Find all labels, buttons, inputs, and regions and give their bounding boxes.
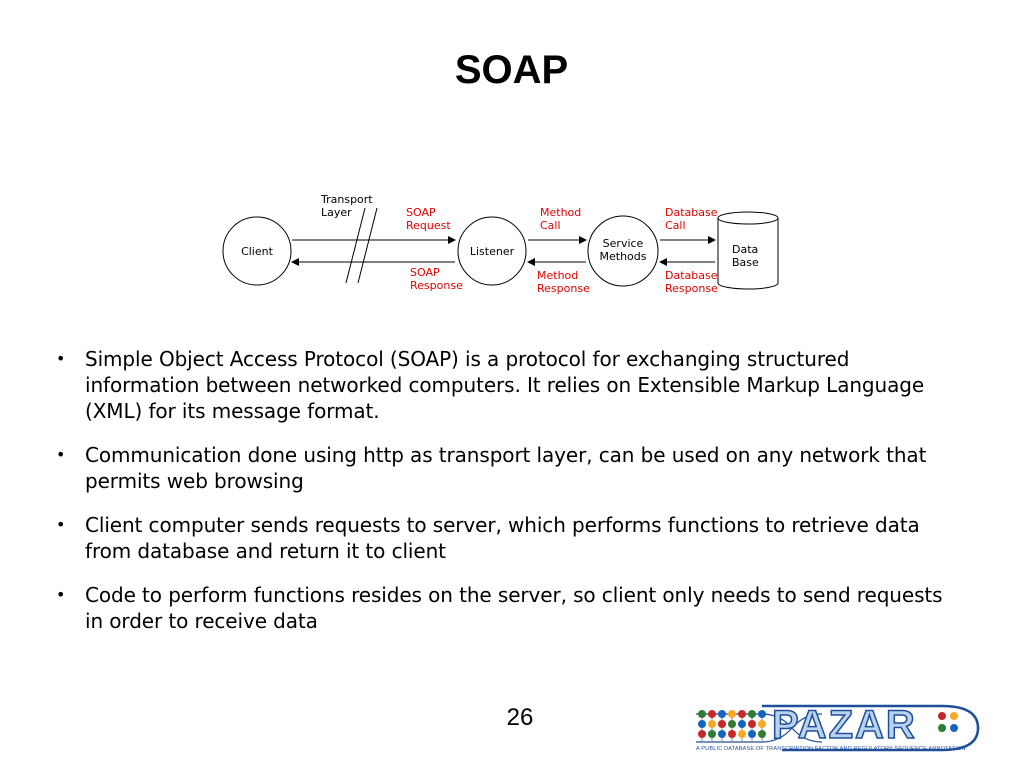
service-methods-label-line1: Service <box>603 237 644 250</box>
dna-beads-graphic <box>696 704 980 752</box>
database-node <box>717 211 779 290</box>
client-node <box>222 216 292 286</box>
bullet-marker: • <box>56 445 66 464</box>
service-methods-label-line2: Methods <box>600 250 647 263</box>
bullet-marker: • <box>56 585 66 604</box>
service-methods-node <box>587 215 659 287</box>
bullet-text: Code to perform functions resides on the… <box>85 583 943 633</box>
logo-wordmark: PAZAR <box>771 702 917 748</box>
database-label-line2: Base <box>732 256 759 269</box>
bullet-item: • Communication done using http as transp… <box>56 442 956 494</box>
bullet-text: Client computer sends requests to server… <box>85 513 920 563</box>
listener-label: Listener <box>470 245 515 258</box>
bullet-marker: • <box>56 515 66 534</box>
transport-layer-slash-1 <box>345 207 366 284</box>
bullet-item: • Client computer sends requests to serve… <box>56 512 956 564</box>
bullet-item: • Code to perform functions resides on th… <box>56 582 956 634</box>
page-number: 26 <box>506 704 534 731</box>
slide-title: SOAP <box>454 48 569 92</box>
soap-response-label-line2: Response <box>410 279 463 292</box>
logo-tagline: A PUBLIC DATABASE OF TRANSCRIPTION FACTO… <box>696 746 966 752</box>
database-response-label-line2: Response <box>665 282 718 295</box>
soap-request-label-line2: Request <box>406 219 451 232</box>
listener-node <box>457 216 527 286</box>
bullet-text: Simple Object Access Protocol (SOAP) is … <box>85 347 925 423</box>
client-label: Client <box>241 245 274 258</box>
bullet-marker: • <box>56 349 66 368</box>
soap-response-label-line1: SOAP <box>410 266 440 279</box>
bullet-list: • Simple Object Access Protocol (SOAP) is… <box>56 346 956 652</box>
bullet-text: Communication done using http as transpo… <box>85 443 927 493</box>
database-call-label-line1: Database <box>665 206 718 219</box>
database-call-label-line2: Call <box>665 219 686 232</box>
database-label-line1: Data <box>732 243 758 256</box>
transport-layer-label-line2: Layer <box>321 206 352 219</box>
bullet-item: • Simple Object Access Protocol (SOAP) is… <box>56 346 956 424</box>
database-response-label-line1: Database <box>665 269 718 282</box>
method-call-label-line1: Method <box>540 206 581 219</box>
method-response-label-line2: Response <box>537 282 590 295</box>
method-response-label-line1: Method <box>537 269 578 282</box>
pazar-logo: PAZAR A PUBLIC DATABASE OF TRANSCRIPTION… <box>692 700 984 756</box>
transport-layer-slash-2 <box>357 207 378 284</box>
transport-layer-label-line1: Transport <box>320 193 373 206</box>
method-call-label-line2: Call <box>540 219 561 232</box>
soap-request-label-line1: SOAP <box>406 206 436 219</box>
